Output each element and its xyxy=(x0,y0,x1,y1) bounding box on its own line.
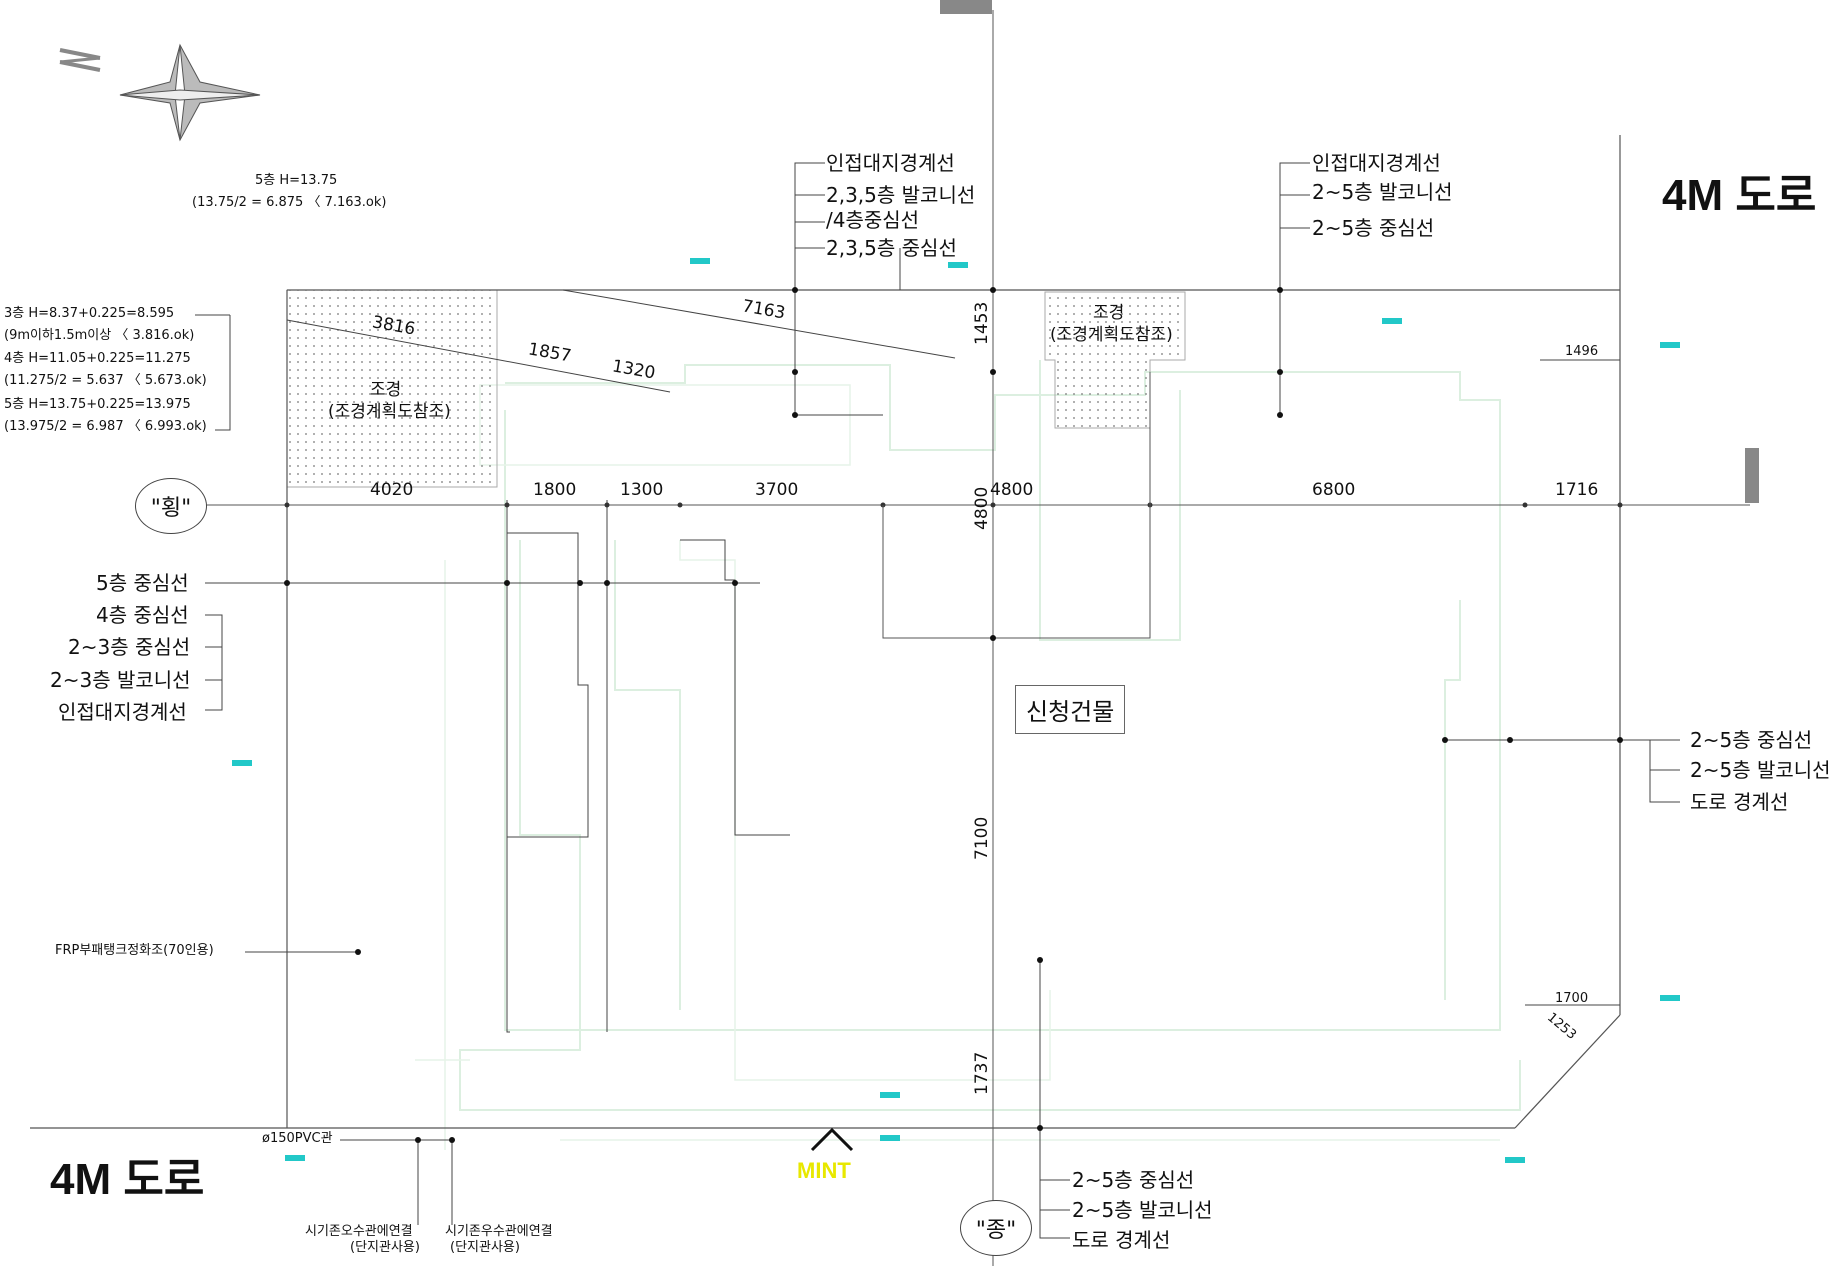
left-leader-dots xyxy=(284,580,738,586)
utility-conn1-2: (단지관사용) xyxy=(350,1240,420,1255)
height-note-left-2: (9m이하1.5m이상 〈 3.816.ok) xyxy=(4,328,195,343)
dim-h-6: 6800 xyxy=(1312,480,1356,500)
interior-lines xyxy=(882,372,1151,639)
entrance-label: MINT xyxy=(797,1158,851,1183)
legend-right-1: 2~5층 중심선 xyxy=(1690,728,1813,752)
faint-building-outlines xyxy=(459,360,1521,1111)
legend-left-3: 2~3층 중심선 xyxy=(68,635,191,659)
axis-ticks xyxy=(284,502,1623,508)
building-label: 신청건물 xyxy=(1015,685,1126,734)
axis-cap-top xyxy=(940,0,992,14)
top-mid-dots xyxy=(792,287,996,641)
legend-left-5: 인접대지경계선 xyxy=(58,700,187,724)
utility-conn2-2: (단지관사용) xyxy=(450,1240,520,1255)
diagonal-dims xyxy=(286,289,956,393)
utility-pvc: ø150PVC관 xyxy=(262,1131,333,1146)
road-label-bottom-left: 4M 도로 xyxy=(50,1155,205,1204)
level-marks xyxy=(232,258,1680,1163)
legend-bottom-3: 도로 경계선 xyxy=(1072,1228,1171,1252)
dim-h-1: 4020 xyxy=(370,480,414,500)
landscape-note-right: (조경계획도참조) xyxy=(1050,325,1173,345)
height-note-left-4: (11.275/2 = 5.637 〈 5.673.ok) xyxy=(4,373,207,388)
entrance-arrow-icon xyxy=(810,1127,854,1152)
top-right-leaders xyxy=(1279,162,1310,415)
transverse-marker: "횡" xyxy=(135,478,207,534)
legend-bottom-2: 2~5층 발코니선 xyxy=(1072,1198,1213,1222)
dim-v-1: 4800 xyxy=(972,486,992,530)
dim-h-7: 1716 xyxy=(1555,480,1599,500)
legend-top-right-1: 인접대지경계선 xyxy=(1312,151,1441,175)
dim-v-2: 1453 xyxy=(972,301,992,345)
landscape-title-right: 조경 xyxy=(1093,303,1125,323)
legend-top-right-3: 2~5층 중심선 xyxy=(1312,216,1435,240)
left-leaders xyxy=(195,314,760,711)
dim-c-1: 1496 xyxy=(1565,344,1599,359)
bottom-leaders xyxy=(1039,960,1070,1239)
compass-icon xyxy=(59,43,261,142)
top-mid-leaders xyxy=(794,162,901,416)
dim-v-4: 1737 xyxy=(972,1051,992,1095)
right-leaders xyxy=(1445,359,1680,1006)
dim-h-5: 4800 xyxy=(990,480,1034,500)
legend-top-mid-3: /4층중심선 xyxy=(826,208,920,232)
axis-cap-right xyxy=(1745,448,1759,503)
dim-h-2: 1800 xyxy=(533,480,577,500)
landscape-note-left: (조경계획도참조) xyxy=(328,402,451,422)
site-boundary xyxy=(30,135,1621,1129)
dim-c-2: 1700 xyxy=(1555,991,1589,1006)
height-note-top-1: 5층 H=13.75 xyxy=(255,173,338,188)
utility-conn2-1: 시기존우수관에연결 xyxy=(445,1224,553,1239)
legend-right-2: 2~5층 발코니선 xyxy=(1690,758,1831,782)
legend-top-mid-2: 2,3,5층 발코니선 xyxy=(826,183,976,207)
height-note-left-3: 4층 H=11.05+0.225=11.275 xyxy=(4,351,191,366)
utility-frp: FRP부패탱크정화조(70인용) xyxy=(55,943,214,958)
dim-h-3: 1300 xyxy=(620,480,664,500)
legend-top-mid-4: 2,3,5층 중심선 xyxy=(826,236,957,260)
legend-bottom-1: 2~5층 중심선 xyxy=(1072,1168,1195,1192)
utility-leaders xyxy=(245,951,453,1225)
legend-right-3: 도로 경계선 xyxy=(1690,790,1789,814)
legend-left-1: 5층 중심선 xyxy=(96,571,189,595)
building-outline xyxy=(506,500,790,1033)
longitudinal-marker: "종" xyxy=(960,1200,1032,1256)
landscape-area-left xyxy=(286,289,498,488)
dim-v-3: 7100 xyxy=(972,816,992,860)
height-note-left-1: 3층 H=8.37+0.225=8.595 xyxy=(4,306,175,321)
height-note-left-5: 5층 H=13.75+0.225=13.975 xyxy=(4,397,191,412)
legend-top-right-2: 2~5층 발코니선 xyxy=(1312,180,1453,204)
legend-left-4: 2~3층 발코니선 xyxy=(50,668,191,692)
height-note-left-6: (13.975/2 = 6.987 〈 6.993.ok) xyxy=(4,419,207,434)
height-note-top-2: (13.75/2 = 6.875 〈 7.163.ok) xyxy=(192,195,387,210)
utility-conn1-1: 시기존오수관에연결 xyxy=(305,1224,413,1239)
road-label-top-right: 4M 도로 xyxy=(1662,171,1817,220)
legend-top-mid-1: 인접대지경계선 xyxy=(826,151,955,175)
landscape-title-left: 조경 xyxy=(370,380,402,400)
dim-h-4: 3700 xyxy=(755,480,799,500)
legend-left-2: 4층 중심선 xyxy=(96,603,189,627)
